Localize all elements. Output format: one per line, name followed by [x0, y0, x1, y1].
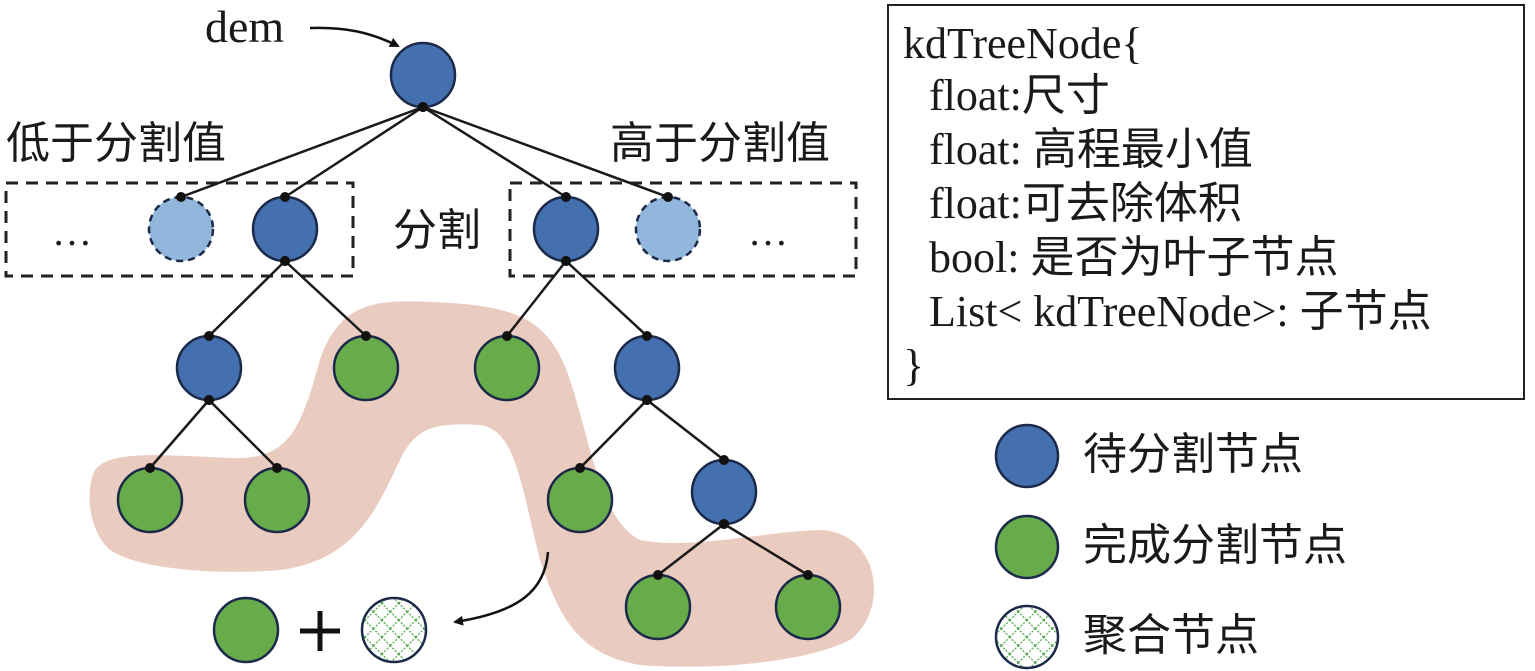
- tree-edge: [506, 260, 567, 337]
- entry-label: dem: [205, 1, 284, 52]
- tree-node-pending-light: [147, 195, 215, 263]
- edge-joint-dot: [280, 256, 290, 266]
- edge-joint-dot: [719, 519, 729, 529]
- struct-header: kdTreeNode{: [903, 19, 1143, 68]
- tree-edge: [723, 522, 809, 577]
- tree-node-done: [624, 573, 692, 641]
- edge-joint-dot: [145, 463, 155, 473]
- legend-merged-swatch: [994, 604, 1060, 670]
- tree-edge: [208, 260, 286, 337]
- higher-group-label: 高于分割值: [610, 119, 830, 168]
- tree-node-done: [243, 466, 311, 534]
- plus-icon: [300, 611, 340, 651]
- tree-node-merged: [360, 596, 428, 664]
- tree-node-pending: [175, 334, 243, 402]
- entry-arrow: [309, 26, 400, 48]
- legend-merged-label: 聚合节点: [1083, 611, 1259, 660]
- tree-node-done: [212, 596, 280, 664]
- tree-edge: [646, 399, 725, 461]
- lower-group-label: 低于分割值: [6, 119, 226, 168]
- tree-node-done: [332, 334, 400, 402]
- split-label: 分割: [393, 206, 481, 255]
- tree-node-pending: [389, 41, 457, 109]
- tree-node-pending-light: [634, 195, 702, 263]
- kd-tree-node-struct: kdTreeNode{ float:尺寸 float: 高程最小值 float:…: [887, 4, 1525, 400]
- tree-edge: [579, 399, 648, 469]
- struct-field: float: 高程最小值: [929, 125, 1253, 174]
- tree-edge: [284, 260, 367, 337]
- tree-edge: [422, 105, 567, 199]
- edge-joint-dot: [204, 395, 214, 405]
- edge-joint-dot: [561, 192, 571, 202]
- merge-arrow: [453, 551, 550, 626]
- struct-field: float:尺寸: [929, 71, 1110, 120]
- tree-edge: [657, 523, 725, 576]
- legend-done-swatch: [994, 514, 1060, 580]
- edge-joint-dot: [361, 331, 371, 341]
- legend-pending-label: 待分割节点: [1083, 430, 1303, 479]
- edge-joint-dot: [575, 463, 585, 473]
- tree-node-done: [116, 466, 184, 534]
- legend-pending-swatch: [994, 423, 1060, 489]
- edge-joint-dot: [176, 192, 186, 202]
- edge-joint-dot: [502, 331, 512, 341]
- edge-joint-dot: [642, 395, 652, 405]
- tree-node-done: [473, 334, 541, 402]
- tree-edge: [180, 105, 424, 199]
- legend-done-label: 完成分割节点: [1083, 521, 1347, 570]
- tree-node-done: [546, 466, 614, 534]
- tree-node-pending: [532, 195, 600, 263]
- tree-edge: [565, 260, 648, 337]
- tree-edge: [149, 399, 210, 469]
- edge-joint-dot: [803, 570, 813, 580]
- struct-field: bool: 是否为叶子节点: [929, 233, 1339, 282]
- struct-field: float:可去除体积: [929, 179, 1242, 228]
- ellipsis-right: …: [748, 209, 788, 254]
- merge-highlight-band: [89, 301, 875, 667]
- tree-edge: [208, 399, 278, 469]
- tree-edge: [284, 105, 424, 199]
- edge-joint-dot: [418, 102, 428, 112]
- higher-group-box: [508, 181, 858, 278]
- struct-footer: }: [903, 341, 925, 390]
- tree-edge: [422, 105, 669, 199]
- edge-joint-dot: [272, 463, 282, 473]
- edge-joint-dot: [663, 192, 673, 202]
- tree-node-done: [774, 573, 842, 641]
- struct-field: List< kdTreeNode>: 子节点: [929, 287, 1432, 336]
- edge-joint-dot: [653, 570, 663, 580]
- edge-joint-dot: [561, 256, 571, 266]
- edge-joint-dot: [280, 192, 290, 202]
- edge-joint-dot: [204, 331, 214, 341]
- tree-node-pending: [251, 195, 319, 263]
- ellipsis-left: …: [52, 209, 92, 254]
- tree-node-pending: [613, 334, 681, 402]
- edge-joint-dot: [642, 331, 652, 341]
- tree-node-pending: [690, 458, 758, 526]
- edge-joint-dot: [719, 455, 729, 465]
